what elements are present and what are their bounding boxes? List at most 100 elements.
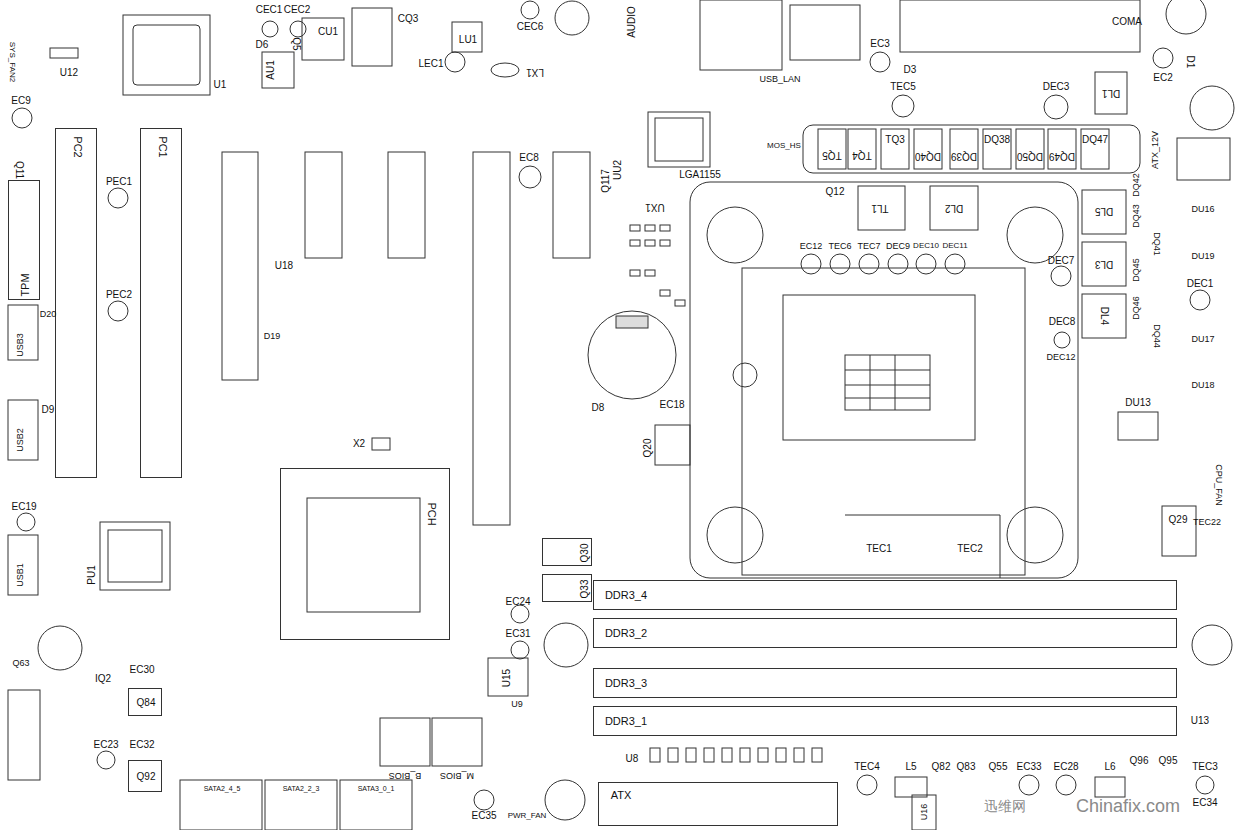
component-label: ATX (611, 790, 632, 801)
board-outline (108, 188, 128, 208)
board-outline (722, 748, 732, 762)
part-designator: DQ40 (915, 151, 941, 161)
part-designator: CEC2 (284, 5, 311, 15)
part-designator: DQ45 (1132, 258, 1141, 282)
board-outline (222, 152, 258, 380)
part-designator: D19 (264, 332, 281, 341)
part-designator: U15 (502, 669, 512, 687)
part-designator: Q20 (643, 439, 653, 458)
board-outline (474, 790, 494, 810)
board-outline (707, 507, 763, 563)
component-outline: TPM (8, 180, 40, 300)
board-outline (859, 254, 879, 274)
board-parts (8, 0, 1234, 830)
part-designator: L6 (1104, 762, 1115, 772)
board-outline (352, 8, 392, 66)
part-designator: SATA2_2_3 (283, 785, 320, 792)
part-designator: TEC22 (1193, 518, 1221, 527)
part-designator: EC2 (1153, 73, 1172, 83)
board-outline (1095, 72, 1127, 114)
component-outline: PCH (280, 468, 450, 640)
board-outline (1118, 412, 1158, 440)
part-designator: LGA1155 (679, 170, 721, 180)
part-designator: TL1 (871, 203, 888, 213)
board-outline (675, 300, 685, 306)
part-designator: D9 (42, 405, 55, 415)
board-outline (945, 254, 965, 274)
component-outline: DDR3_2 (593, 618, 1177, 648)
board-outline (17, 513, 35, 531)
board-outline (12, 108, 32, 128)
board-outline (8, 400, 38, 460)
board-outline (100, 522, 170, 590)
part-designator: EC31 (505, 629, 530, 639)
board-outline (845, 370, 930, 371)
part-designator: AU1 (266, 60, 276, 79)
board-outline (511, 605, 529, 623)
board-outline (491, 63, 519, 77)
component-outline: DDR3_1 (593, 706, 1177, 736)
part-designator: USB3 (16, 333, 25, 357)
part-designator: TEC5 (890, 82, 916, 92)
board-outline (50, 48, 78, 58)
board-outline (432, 718, 482, 766)
part-designator: X2 (353, 439, 365, 449)
board-outline (488, 658, 528, 696)
board-outline (1082, 294, 1126, 338)
part-designator: LX1 (526, 67, 544, 77)
part-designator: TEC7 (857, 242, 880, 251)
component-label: DDR3_3 (605, 678, 647, 689)
board-outline (660, 240, 670, 246)
part-designator: EC24 (505, 597, 530, 607)
board-outline (8, 535, 38, 595)
component-label: Q30 (580, 544, 590, 563)
board-outline (553, 152, 590, 258)
board-outline (305, 152, 342, 258)
board-outline (630, 225, 640, 231)
board-outline (473, 152, 510, 525)
part-designator: DQ43 (1132, 204, 1141, 228)
board-outline (630, 240, 640, 246)
board-outline (1016, 129, 1044, 169)
board-outline (645, 225, 655, 231)
board-outline (1044, 95, 1068, 119)
board-outline (511, 641, 529, 659)
part-designator: U9 (511, 700, 523, 709)
part-designator: CPU_FAN (1214, 464, 1223, 506)
board-outline (881, 129, 909, 169)
part-designator: TQ4 (852, 150, 871, 160)
board-outline (452, 22, 482, 52)
part-designator: DEC3 (1043, 82, 1070, 92)
part-designator: Q5 (291, 37, 301, 50)
part-designator: D6 (256, 40, 269, 50)
board-outline (262, 52, 294, 88)
component-outline: PC1 (140, 128, 182, 478)
board-outline (1166, 0, 1206, 34)
part-designator: DU18 (1191, 381, 1214, 390)
board-outline (912, 795, 936, 830)
part-designator: SATA2_4_5 (204, 785, 241, 792)
board-outline (818, 129, 846, 169)
board-outline (588, 311, 676, 399)
part-designator: PWR_FAN (508, 812, 547, 820)
board-outline (1095, 777, 1125, 797)
board-outline (1162, 506, 1196, 556)
board-outline (845, 385, 930, 386)
part-designator: Q117 (601, 169, 611, 193)
part-designator: CEC1 (256, 5, 283, 15)
part-designator: EC8 (519, 153, 538, 163)
part-designator: AUDIO (627, 6, 637, 38)
board-outline (1019, 775, 1039, 795)
board-outline (1082, 190, 1126, 234)
board-outline (1081, 129, 1109, 169)
part-designator: U8 (626, 754, 639, 764)
board-outline (388, 152, 425, 258)
part-designator: Q55 (989, 762, 1008, 772)
part-designator: TQ3 (885, 135, 904, 145)
part-designator: SATA3_0_1 (358, 785, 395, 792)
board-outline (1153, 48, 1173, 68)
board-outline (916, 254, 936, 274)
board-outline (845, 515, 1000, 578)
part-designator: DU13 (1125, 398, 1151, 408)
part-designator: D1 (1185, 56, 1195, 69)
